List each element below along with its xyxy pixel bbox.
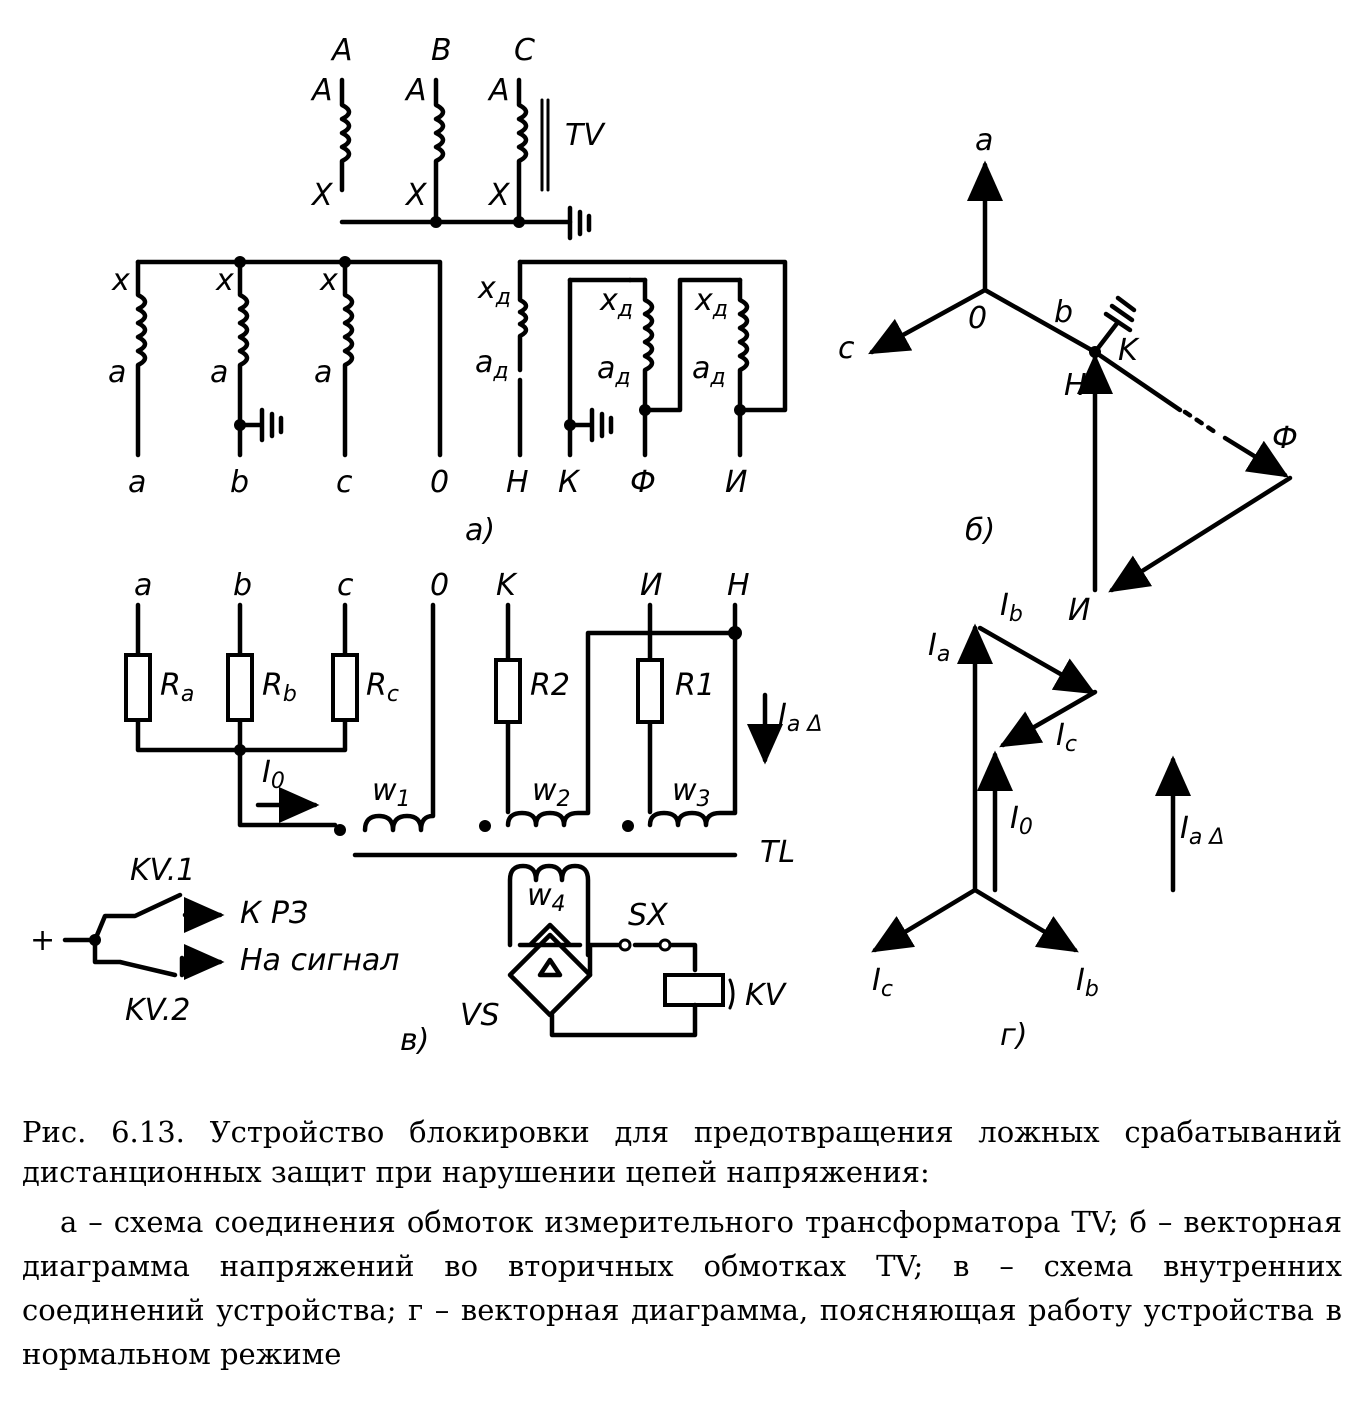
sec-x-label-1: x	[111, 263, 130, 298]
v-term-b: b	[233, 568, 252, 603]
panel-b-vector-diagram: a c 0 b K Н Ф И б)	[838, 123, 1298, 628]
v-term-k: K	[496, 568, 518, 603]
kv2-label: KV.2	[125, 993, 190, 1028]
terminal-k: К	[558, 465, 581, 500]
secondary-star-windings	[135, 256, 443, 458]
terminal-i: И	[725, 465, 747, 500]
i0-vec-label: I0	[1010, 801, 1033, 840]
terminal-n: Н	[506, 465, 529, 500]
sec-x-label-2: x	[215, 263, 234, 298]
sx-label: SX	[628, 898, 669, 933]
r1-label: R1	[675, 668, 715, 703]
delta-x-label-1: xд	[477, 271, 511, 310]
tv-label: TV	[565, 118, 606, 153]
vec-label-f: Ф	[1272, 421, 1298, 456]
ic-bottom-label: Ic	[872, 963, 893, 1002]
panel-b-caption: б)	[965, 513, 995, 548]
vec-label-i: И	[1068, 593, 1090, 628]
panel-v-caption: в)	[400, 1023, 429, 1058]
w1-label: w1	[372, 773, 411, 812]
tv-start-label-c: A	[487, 73, 510, 108]
sec-x-label-3: x	[319, 263, 338, 298]
v-term-0: 0	[430, 568, 449, 603]
r2-label: R2	[530, 668, 570, 703]
tv-phase-a-label: A	[330, 33, 353, 68]
terminal-f: Ф	[630, 465, 656, 500]
na-signal-label: На сигнал	[240, 943, 399, 978]
terminal-c: c	[336, 465, 353, 500]
plus-label: +	[30, 923, 55, 958]
v-term-n: Н	[727, 568, 750, 603]
sec-a-label-3: a	[314, 355, 332, 390]
terminal-a: a	[128, 465, 146, 500]
panel-g-caption: г)	[1000, 1018, 1027, 1053]
vec-label-a: a	[975, 123, 993, 158]
panel-a-caption: а)	[465, 513, 495, 548]
panel-a-schematic: A B C A A A X X X TV x x x a a a	[108, 33, 788, 548]
iad-vec-label: Ia Δ	[1180, 811, 1224, 850]
terminal-0: 0	[430, 465, 449, 500]
tv-start-label-b: A	[404, 73, 427, 108]
ia-label: Ia	[928, 628, 950, 667]
terminal-b: b	[230, 465, 249, 500]
delta-a-label-3: aд	[692, 351, 726, 390]
sec-a-label-1: a	[108, 355, 126, 390]
k-rz-label: К РЗ	[240, 896, 308, 931]
v-term-a: a	[134, 568, 152, 603]
sec-a-label-2: a	[210, 355, 228, 390]
ib-bottom-label: Ib	[1076, 963, 1099, 1002]
figure-caption-body: а – схема соединения обмоток измерительн…	[22, 1205, 1342, 1371]
tv-phase-c-label: C	[514, 33, 535, 68]
v-wiring	[62, 602, 783, 1038]
tv-primary-windings	[339, 77, 592, 241]
figure-drawing: A B C A A A X X X TV x x x a a a	[30, 33, 1298, 1058]
tl-label: TL	[760, 835, 795, 870]
vec-label-k: K	[1118, 333, 1140, 368]
panel-g-vector-diagram: Ia Ib Ic I0 Ic Ib Ia Δ г)	[871, 588, 1224, 1053]
iad-label: Ia Δ	[778, 698, 822, 737]
ra-label: Ra	[160, 668, 194, 707]
v-term-c: c	[337, 568, 354, 603]
tv-end-label-c: X	[487, 178, 511, 213]
vec-label-n: Н	[1064, 368, 1087, 403]
kv-label: KV	[745, 978, 788, 1013]
i0-label: I0	[262, 755, 285, 794]
ic-top-label: Ic	[1056, 718, 1077, 757]
w3-label: w3	[672, 773, 711, 812]
rc-label: Rc	[366, 668, 399, 707]
v-term-i: И	[640, 568, 662, 603]
tv-start-label-a: A	[310, 73, 333, 108]
tv-end-label-a: X	[310, 178, 334, 213]
delta-a-label-2: aд	[597, 351, 631, 390]
kv1-label: KV.1	[130, 853, 195, 888]
rb-label: Rb	[262, 668, 297, 707]
panel-v-schematic: a b c 0 K И Н	[30, 568, 822, 1058]
tv-phase-b-label: B	[431, 33, 452, 68]
delta-x-label-3: xд	[694, 283, 728, 322]
open-delta-windings	[517, 259, 788, 458]
delta-a-label-1: aд	[475, 345, 509, 384]
vec-label-0: 0	[968, 301, 987, 336]
figure-caption-title: Рис. 6.13. Устройство блокировки для пре…	[22, 1115, 1342, 1189]
w4-label: w4	[527, 878, 566, 917]
vec-label-b: b	[1054, 295, 1073, 330]
w2-label: w2	[532, 773, 571, 812]
vec-label-c: c	[838, 331, 855, 366]
vs-label: VS	[460, 998, 500, 1033]
tv-end-label-b: X	[404, 178, 428, 213]
delta-x-label-2: xд	[599, 283, 633, 322]
ib-top-label: Ib	[1000, 588, 1023, 627]
